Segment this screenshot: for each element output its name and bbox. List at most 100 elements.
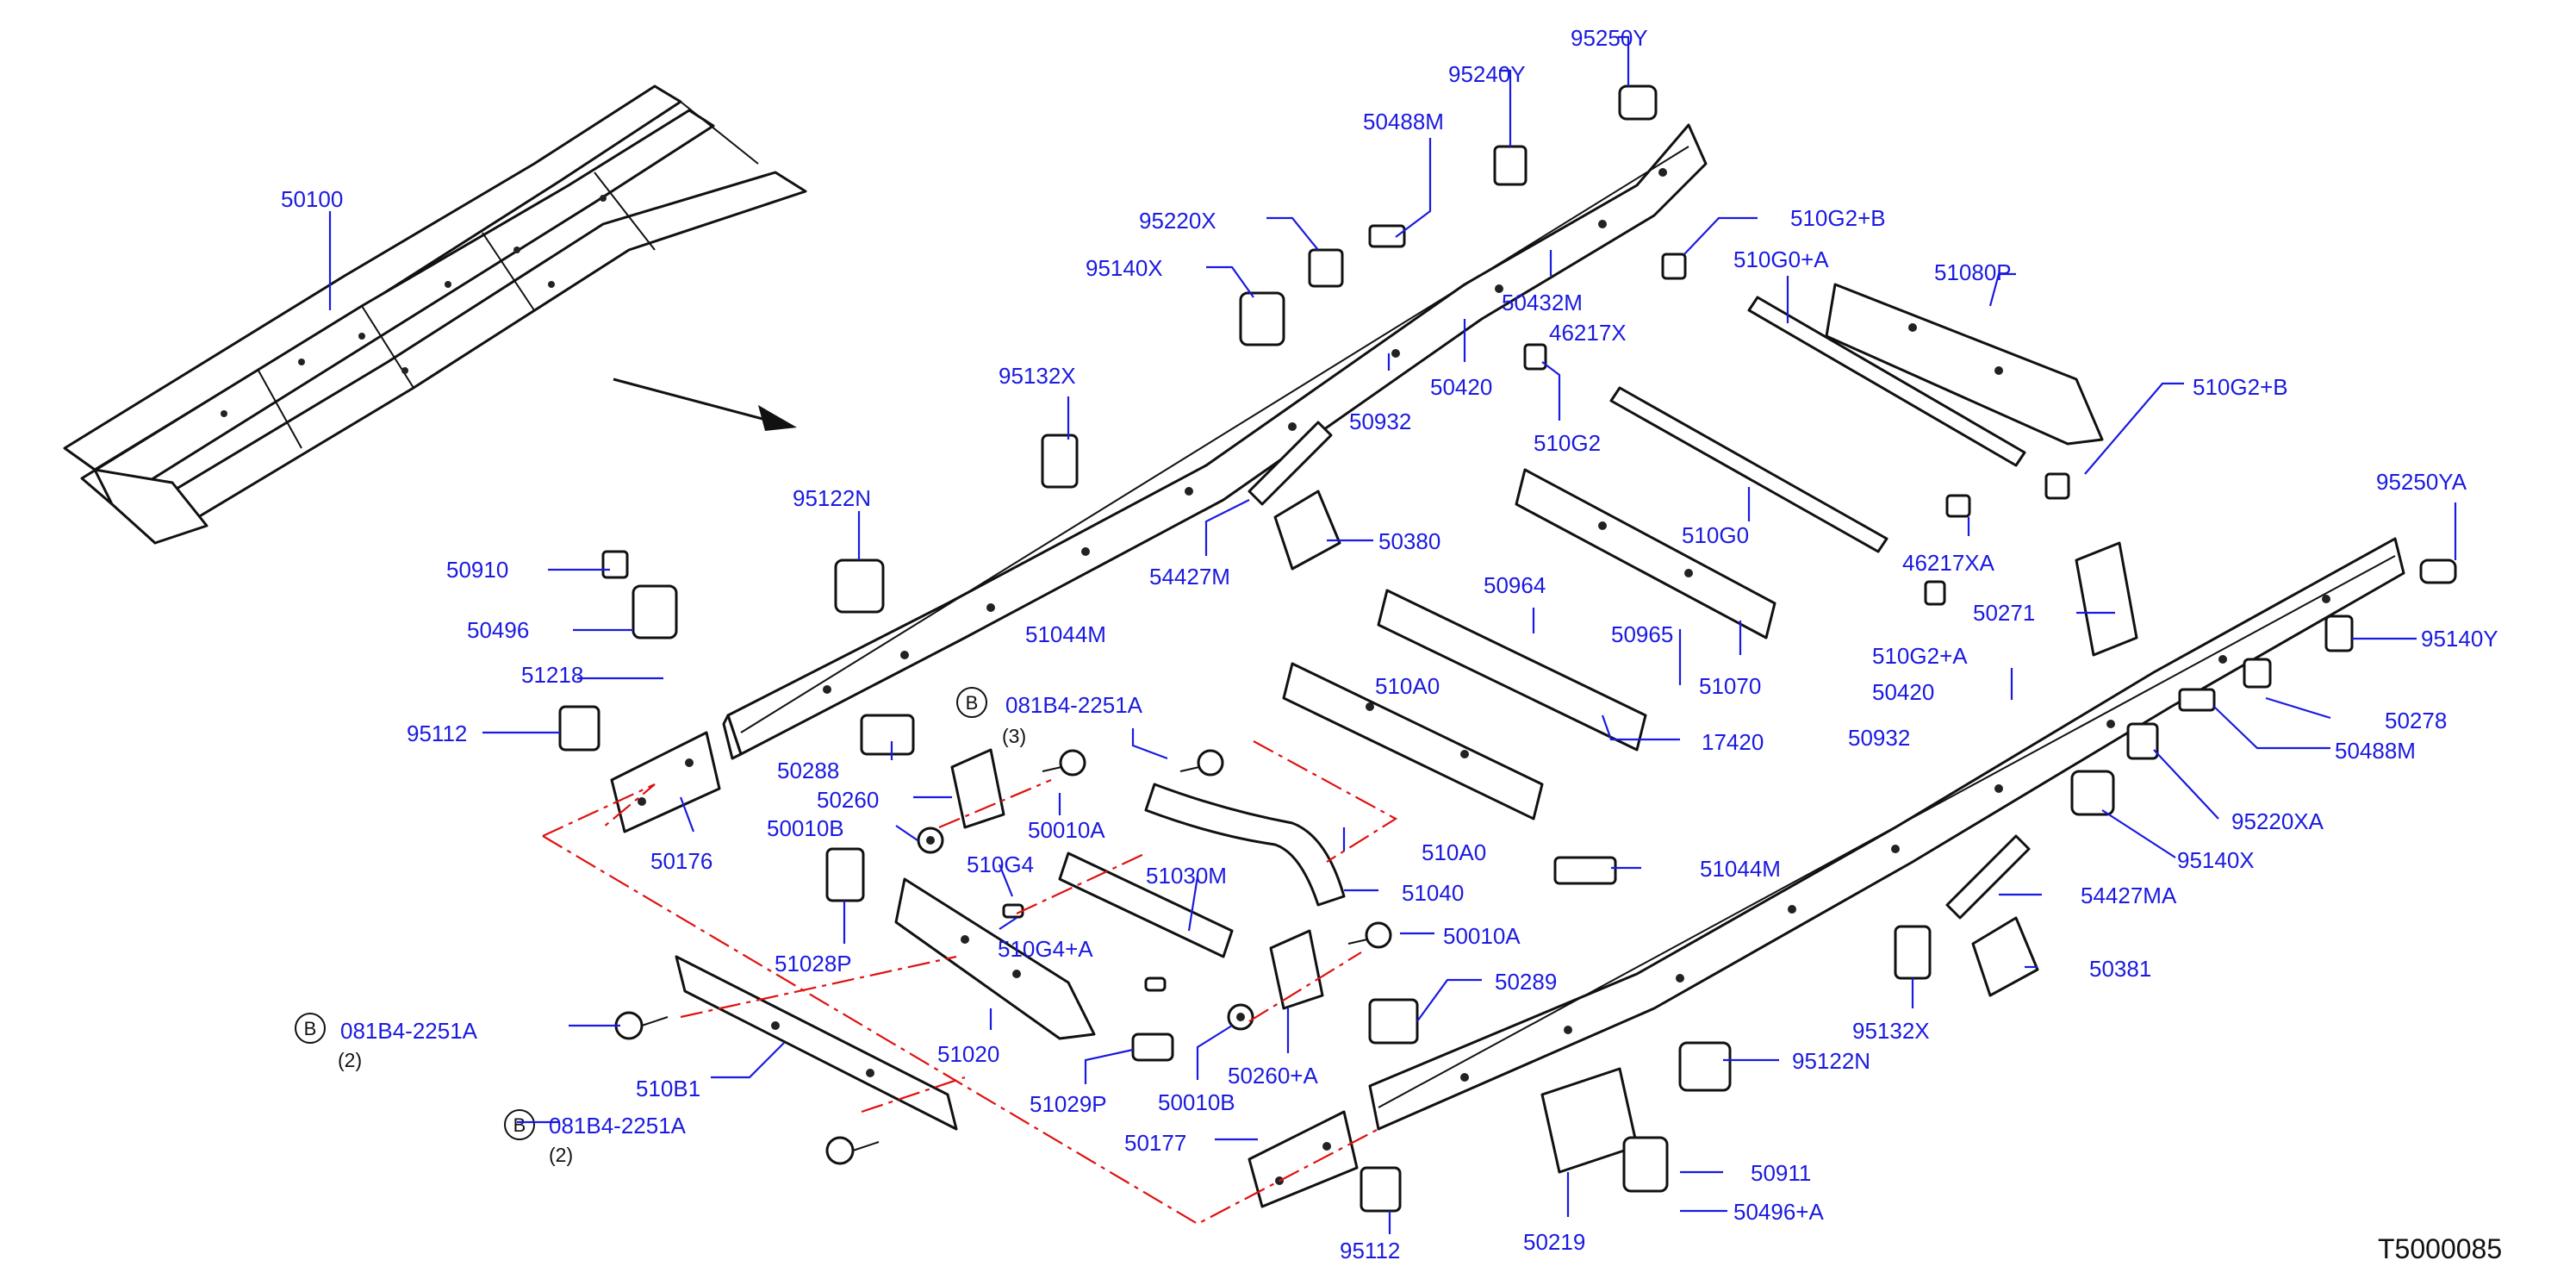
part-labels: 50100 95250Y 95240Y 50488M 95220X 95140X… bbox=[281, 25, 2498, 1263]
qty-top: (3) bbox=[1002, 725, 1026, 747]
mount-95140y bbox=[2324, 615, 2354, 652]
crossmember-510a0 bbox=[1282, 662, 1544, 820]
label-50260a: 50260+A bbox=[1228, 1063, 1318, 1089]
assembly-boundary-lines bbox=[542, 740, 1398, 1226]
label-50488m: 50488M bbox=[1363, 109, 1444, 134]
svg-text:B: B bbox=[513, 1114, 526, 1136]
label-95220x: 95220X bbox=[1139, 208, 1216, 234]
bolt-icon bbox=[614, 1011, 669, 1040]
mount-510g2a bbox=[1924, 580, 1946, 606]
bracket-50380 bbox=[1273, 490, 1341, 571]
label-50176: 50176 bbox=[650, 848, 712, 874]
label-51044m-top: 51044M bbox=[1025, 621, 1106, 647]
mount-95220x bbox=[1308, 248, 1344, 288]
bolt-icon bbox=[1042, 749, 1086, 777]
label-510g2b-right: 510G2+B bbox=[2193, 374, 2288, 400]
bracket-50177 bbox=[1248, 1110, 1359, 1208]
mount-95132x-right bbox=[1894, 925, 1932, 980]
label-54427ma: 54427MA bbox=[2081, 883, 2177, 908]
label-50496a: 50496+A bbox=[1733, 1199, 1824, 1225]
label-51040: 51040 bbox=[1402, 880, 1464, 906]
label-510a0: 510A0 bbox=[1422, 839, 1486, 865]
label-510g2a: 510G2+A bbox=[1872, 643, 1968, 669]
label-50965: 50965 bbox=[1611, 621, 1673, 647]
svg-text:B: B bbox=[966, 692, 979, 714]
bracket-50176 bbox=[610, 731, 721, 833]
b-marker-top: B bbox=[956, 687, 987, 718]
bolt-icon bbox=[1347, 921, 1392, 949]
label-50964: 50964 bbox=[1484, 572, 1546, 598]
mount-50289 bbox=[1368, 998, 1419, 1045]
mount-95112-left bbox=[558, 705, 600, 752]
pin-icon bbox=[1144, 976, 1167, 992]
label-95140x: 95140X bbox=[1086, 255, 1163, 281]
label-51029p: 51029P bbox=[1030, 1091, 1107, 1117]
label-50260: 50260 bbox=[817, 787, 879, 813]
label-95132x-right: 95132X bbox=[1852, 1018, 1930, 1044]
mount-50288 bbox=[860, 714, 915, 756]
crossmember-17420 bbox=[1377, 589, 1647, 752]
label-50932-top: 50932 bbox=[1349, 409, 1411, 434]
bracket-50260 bbox=[950, 748, 1005, 829]
crossmember-510g0 bbox=[1609, 386, 1888, 553]
crossmember-51070 bbox=[1515, 468, 1776, 640]
label-510g2: 510G2 bbox=[1534, 430, 1601, 456]
label-50271: 50271 bbox=[1973, 600, 2035, 626]
bracket-54427m bbox=[1248, 421, 1333, 506]
label-081b4-2251a-top: 081B4-2251A bbox=[1005, 692, 1143, 718]
label-081b4-2251a-mid: 081B4-2251A bbox=[340, 1018, 478, 1044]
label-510g4: 510G4 bbox=[967, 852, 1034, 877]
mount-50278 bbox=[2243, 658, 2272, 689]
label-51070: 51070 bbox=[1699, 673, 1761, 699]
label-50496: 50496 bbox=[467, 617, 529, 643]
label-95140y: 95140Y bbox=[2421, 626, 2498, 652]
mount-50496a bbox=[1622, 1136, 1669, 1193]
label-50177: 50177 bbox=[1124, 1130, 1186, 1156]
label-54427m: 54427M bbox=[1149, 564, 1230, 590]
mount-50488m-right bbox=[2178, 688, 2216, 712]
label-50010a-top: 50010A bbox=[1028, 817, 1105, 843]
label-50010a-mid: 50010A bbox=[1443, 923, 1521, 949]
mount-95140x-right bbox=[2070, 770, 2115, 816]
label-50910: 50910 bbox=[446, 557, 508, 583]
mount-95220xa bbox=[2126, 722, 2159, 760]
label-95240y: 95240Y bbox=[1448, 61, 1526, 87]
mount-510g2-top bbox=[1661, 253, 1687, 280]
label-50380: 50380 bbox=[1378, 528, 1440, 554]
crossmember-510g0a bbox=[1747, 296, 2026, 467]
mount-95132x-top bbox=[1041, 434, 1079, 489]
mount-95122n-top bbox=[834, 558, 885, 614]
label-50488m-right: 50488M bbox=[2335, 738, 2416, 764]
label-50288: 50288 bbox=[777, 758, 839, 783]
label-50911: 50911 bbox=[1751, 1160, 1811, 1186]
bolt-icon bbox=[825, 1136, 880, 1165]
nut-icon bbox=[1227, 1003, 1254, 1031]
overview-frame-illustration bbox=[63, 84, 807, 545]
label-95140x-right: 95140X bbox=[2177, 847, 2255, 873]
label-17420: 17420 bbox=[1702, 729, 1764, 755]
mount-51044m-mid bbox=[1553, 856, 1617, 885]
mount-95250y bbox=[1618, 84, 1658, 121]
mount-51028p bbox=[825, 847, 865, 902]
b-marker-mid: B bbox=[295, 1013, 326, 1044]
label-51080p: 51080P bbox=[1934, 259, 2012, 285]
label-510b1: 510B1 bbox=[636, 1076, 700, 1101]
label-95220xa: 95220XA bbox=[2231, 808, 2324, 834]
label-510g4a: 510G4+A bbox=[998, 936, 1093, 962]
label-50219: 50219 bbox=[1523, 1229, 1585, 1255]
label-46217xa: 46217XA bbox=[1902, 550, 1995, 576]
mount-51029p bbox=[1131, 1033, 1174, 1062]
mount-95140x bbox=[1239, 291, 1285, 346]
bracket-50260a bbox=[1269, 929, 1324, 1010]
label-50010b-left: 50010B bbox=[767, 815, 844, 841]
overview-arrow bbox=[613, 377, 797, 431]
label-510g2b-top: 510G2+B bbox=[1790, 205, 1886, 231]
crossmember-51080p bbox=[1825, 283, 2104, 446]
label-50010b-mid: 50010B bbox=[1158, 1089, 1235, 1115]
crossmember-51020 bbox=[894, 877, 1096, 1040]
crossmember-51040 bbox=[1144, 783, 1346, 907]
label-50420: 50420 bbox=[1430, 374, 1492, 400]
mount-50496 bbox=[632, 584, 678, 640]
diagram-code: T5000085 bbox=[2378, 1233, 2502, 1264]
bracket-50381 bbox=[1971, 916, 2039, 997]
